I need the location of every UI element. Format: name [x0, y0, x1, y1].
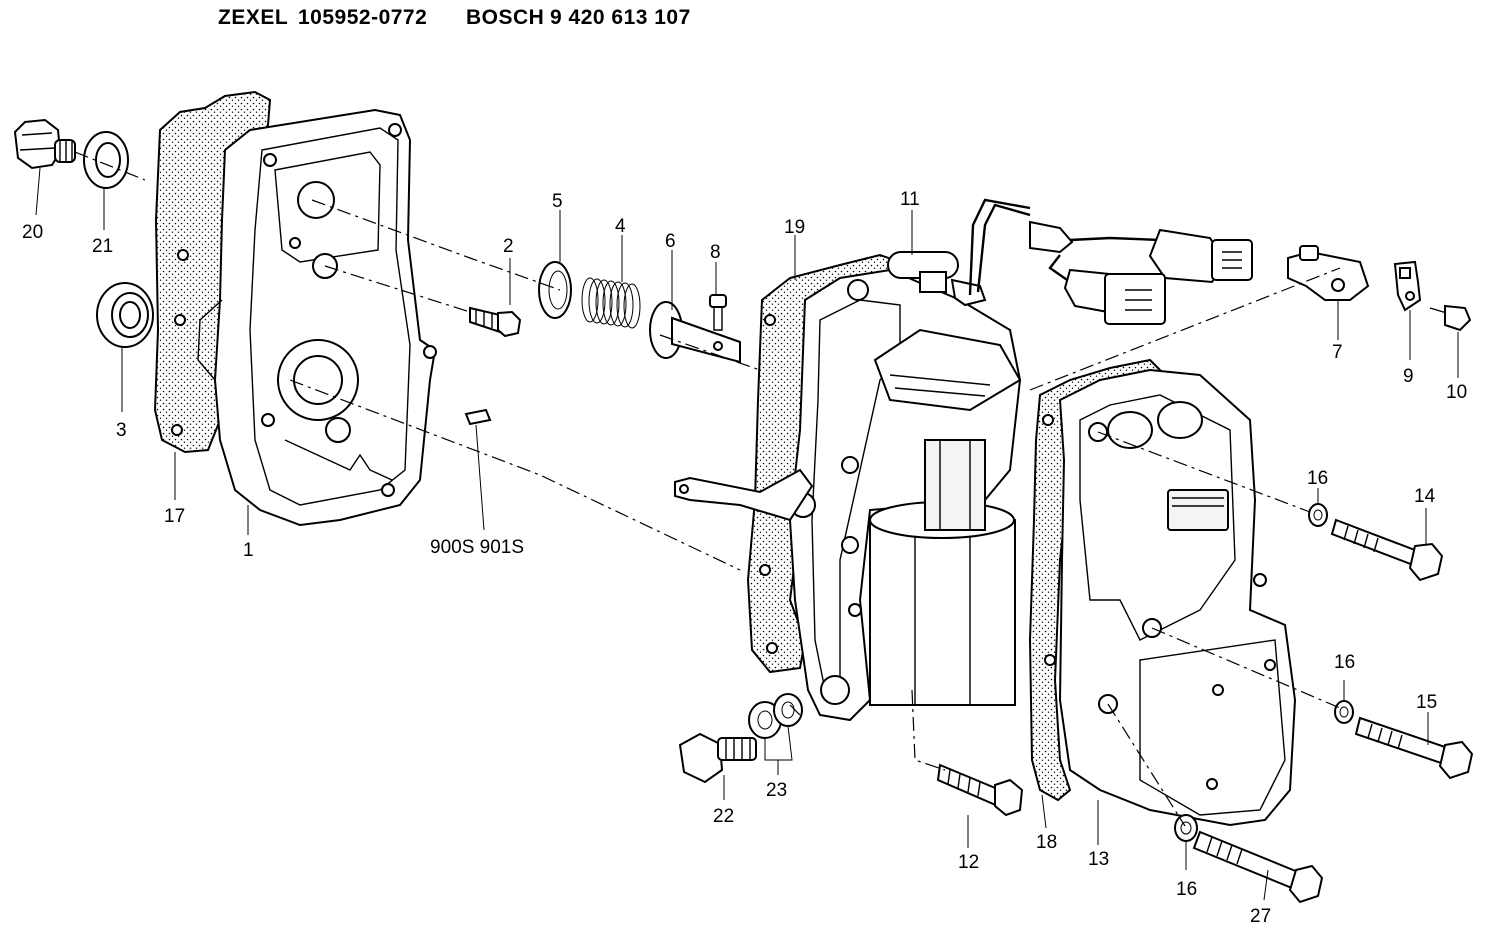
- washer-16c: [1174, 814, 1198, 842]
- plate-6: [649, 301, 741, 364]
- bolt-14: [1330, 518, 1444, 582]
- callout-16-top: 16: [1307, 468, 1328, 489]
- assembly-centerlines: [74, 151, 1341, 827]
- callout-7: 7: [1332, 342, 1343, 363]
- plug-20: [13, 118, 76, 170]
- callout-18: 18: [1036, 832, 1057, 853]
- callout-11: 11: [900, 189, 920, 210]
- callout-19: 19: [784, 217, 805, 238]
- washer-16a: [1308, 503, 1328, 527]
- callout-9: 9: [1403, 366, 1414, 387]
- callout-labels: 20 21 3 17 1 2 5 4 6 8 900S 901S 19 11 7…: [22, 189, 1467, 927]
- header-brand-zexel: ZEXEL: [218, 6, 289, 29]
- seal-3: [96, 282, 154, 348]
- callout-leaders: [35, 167, 1459, 901]
- lever-arm: [674, 468, 814, 522]
- header-part-number-zexel: 105952-0772: [298, 6, 428, 29]
- callout-5: 5: [552, 191, 563, 212]
- screw-8: [709, 294, 727, 331]
- callout-2: 2: [503, 236, 514, 257]
- callout-27: 27: [1250, 906, 1271, 927]
- housing-1: [197, 108, 437, 527]
- callout-23: 23: [766, 780, 787, 801]
- washers-23: [748, 693, 803, 739]
- gasket-17: [153, 90, 272, 454]
- bolt-15: [1354, 716, 1474, 780]
- washer-21: [83, 131, 129, 189]
- bolt-12: [936, 763, 1024, 817]
- actuator-body: [788, 268, 1022, 722]
- header-brand-bosch: BOSCH: [466, 6, 545, 29]
- clip-5: [538, 261, 572, 319]
- spring-4: [581, 277, 641, 329]
- bracket-9: [1393, 260, 1422, 312]
- bracket-7: [1287, 245, 1370, 301]
- callout-15: 15: [1416, 692, 1437, 713]
- callout-3: 3: [116, 420, 127, 441]
- callout-22: 22: [713, 806, 734, 827]
- callout-6: 6: [665, 231, 676, 252]
- callout-13: 13: [1088, 849, 1109, 870]
- callout-10: 10: [1446, 382, 1467, 403]
- washer-16b: [1334, 700, 1354, 724]
- callout-16-middle: 16: [1334, 652, 1355, 673]
- callout-4: 4: [615, 216, 626, 237]
- key-part: [464, 408, 492, 426]
- bolt-2: [469, 306, 522, 338]
- callout-21: 21: [92, 236, 113, 257]
- callout-20: 20: [22, 222, 43, 243]
- callout-14: 14: [1414, 486, 1436, 507]
- callout-12: 12: [958, 852, 979, 873]
- callout-17: 17: [164, 506, 185, 527]
- cover-13: [1058, 368, 1297, 827]
- header-part-number-bosch: 9 420 613 107: [550, 6, 691, 29]
- sensor-11: [887, 198, 1031, 307]
- wire-harness: [1029, 220, 1253, 325]
- callout-16-bottom: 16: [1176, 879, 1197, 900]
- bolt-27: [1192, 830, 1324, 904]
- bolt-22: [678, 732, 757, 784]
- callout-key-part: 900S 901S: [430, 537, 524, 558]
- callout-1: 1: [243, 540, 254, 561]
- callout-8: 8: [710, 242, 721, 263]
- screw-10: [1429, 304, 1472, 332]
